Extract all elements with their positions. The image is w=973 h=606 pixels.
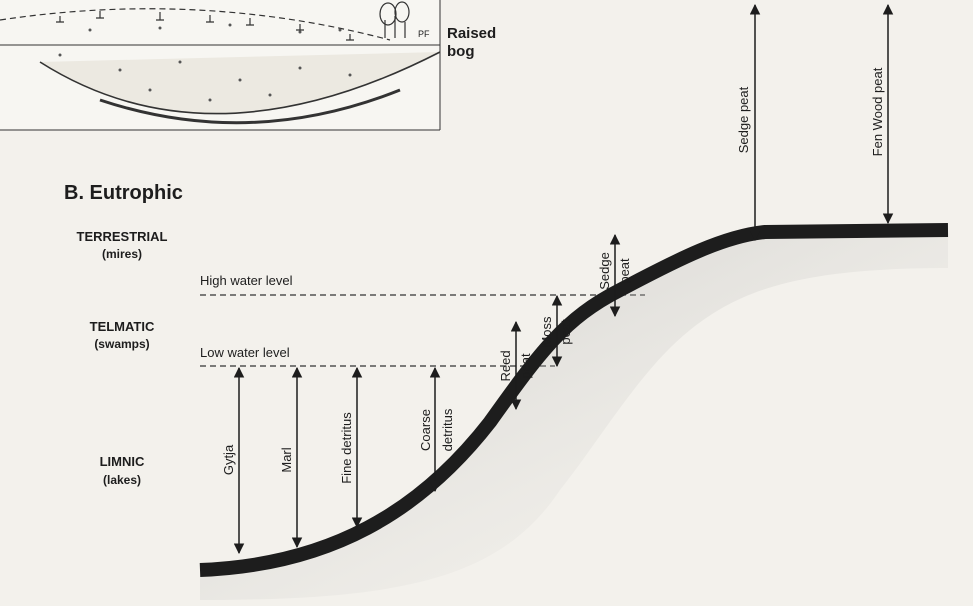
diagram-title: B. Eutrophic (64, 182, 183, 204)
zone-telmatic-sub: (swamps) (94, 337, 149, 351)
sediment-shading (200, 230, 948, 600)
sedge-peat-label: Sedge peat (736, 86, 751, 153)
zone-terrestrial: TERRESTRIAL (77, 229, 168, 244)
raised-bog-inset: PF Raised bog (0, 0, 496, 131)
fine-detritus-label: Fine detritus (339, 412, 354, 484)
pf-mark: PF (418, 29, 430, 39)
reed-peat-label-line2: peat (518, 353, 533, 379)
reed-peat-label-line1: Reed (498, 350, 513, 381)
low-water-level-label: Low water level (200, 345, 290, 360)
high-water-level-label: High water level (200, 273, 293, 288)
sedge-peat-small-label-line2: peat (617, 258, 632, 284)
gyttja-label: Gytja (221, 444, 236, 475)
sedge-peat-small-label-line1: Sedge (597, 252, 612, 290)
zone-terrestrial-sub: (mires) (102, 247, 142, 261)
zone-limnic: LIMNIC (100, 454, 145, 469)
coarse-detritus-label-line2: detritus (440, 408, 455, 451)
zone-limnic-sub: (lakes) (103, 473, 141, 487)
coarse-detritus-label-line1: Coarse (418, 409, 433, 451)
raised-bog-label-line1: Raised (447, 25, 496, 42)
raised-bog-label-line2: bog (447, 43, 475, 60)
basin-profile (199, 223, 949, 577)
trees-icon (379, 1, 410, 38)
zone-telmatic: TELMATIC (90, 319, 155, 334)
marl-label: Marl (279, 447, 294, 472)
fen-wood-peat-label: Fen Wood peat (870, 67, 885, 156)
moss-peat-label-line2: peat (558, 319, 573, 345)
moss-peat-label-line1: Moss (539, 316, 554, 348)
